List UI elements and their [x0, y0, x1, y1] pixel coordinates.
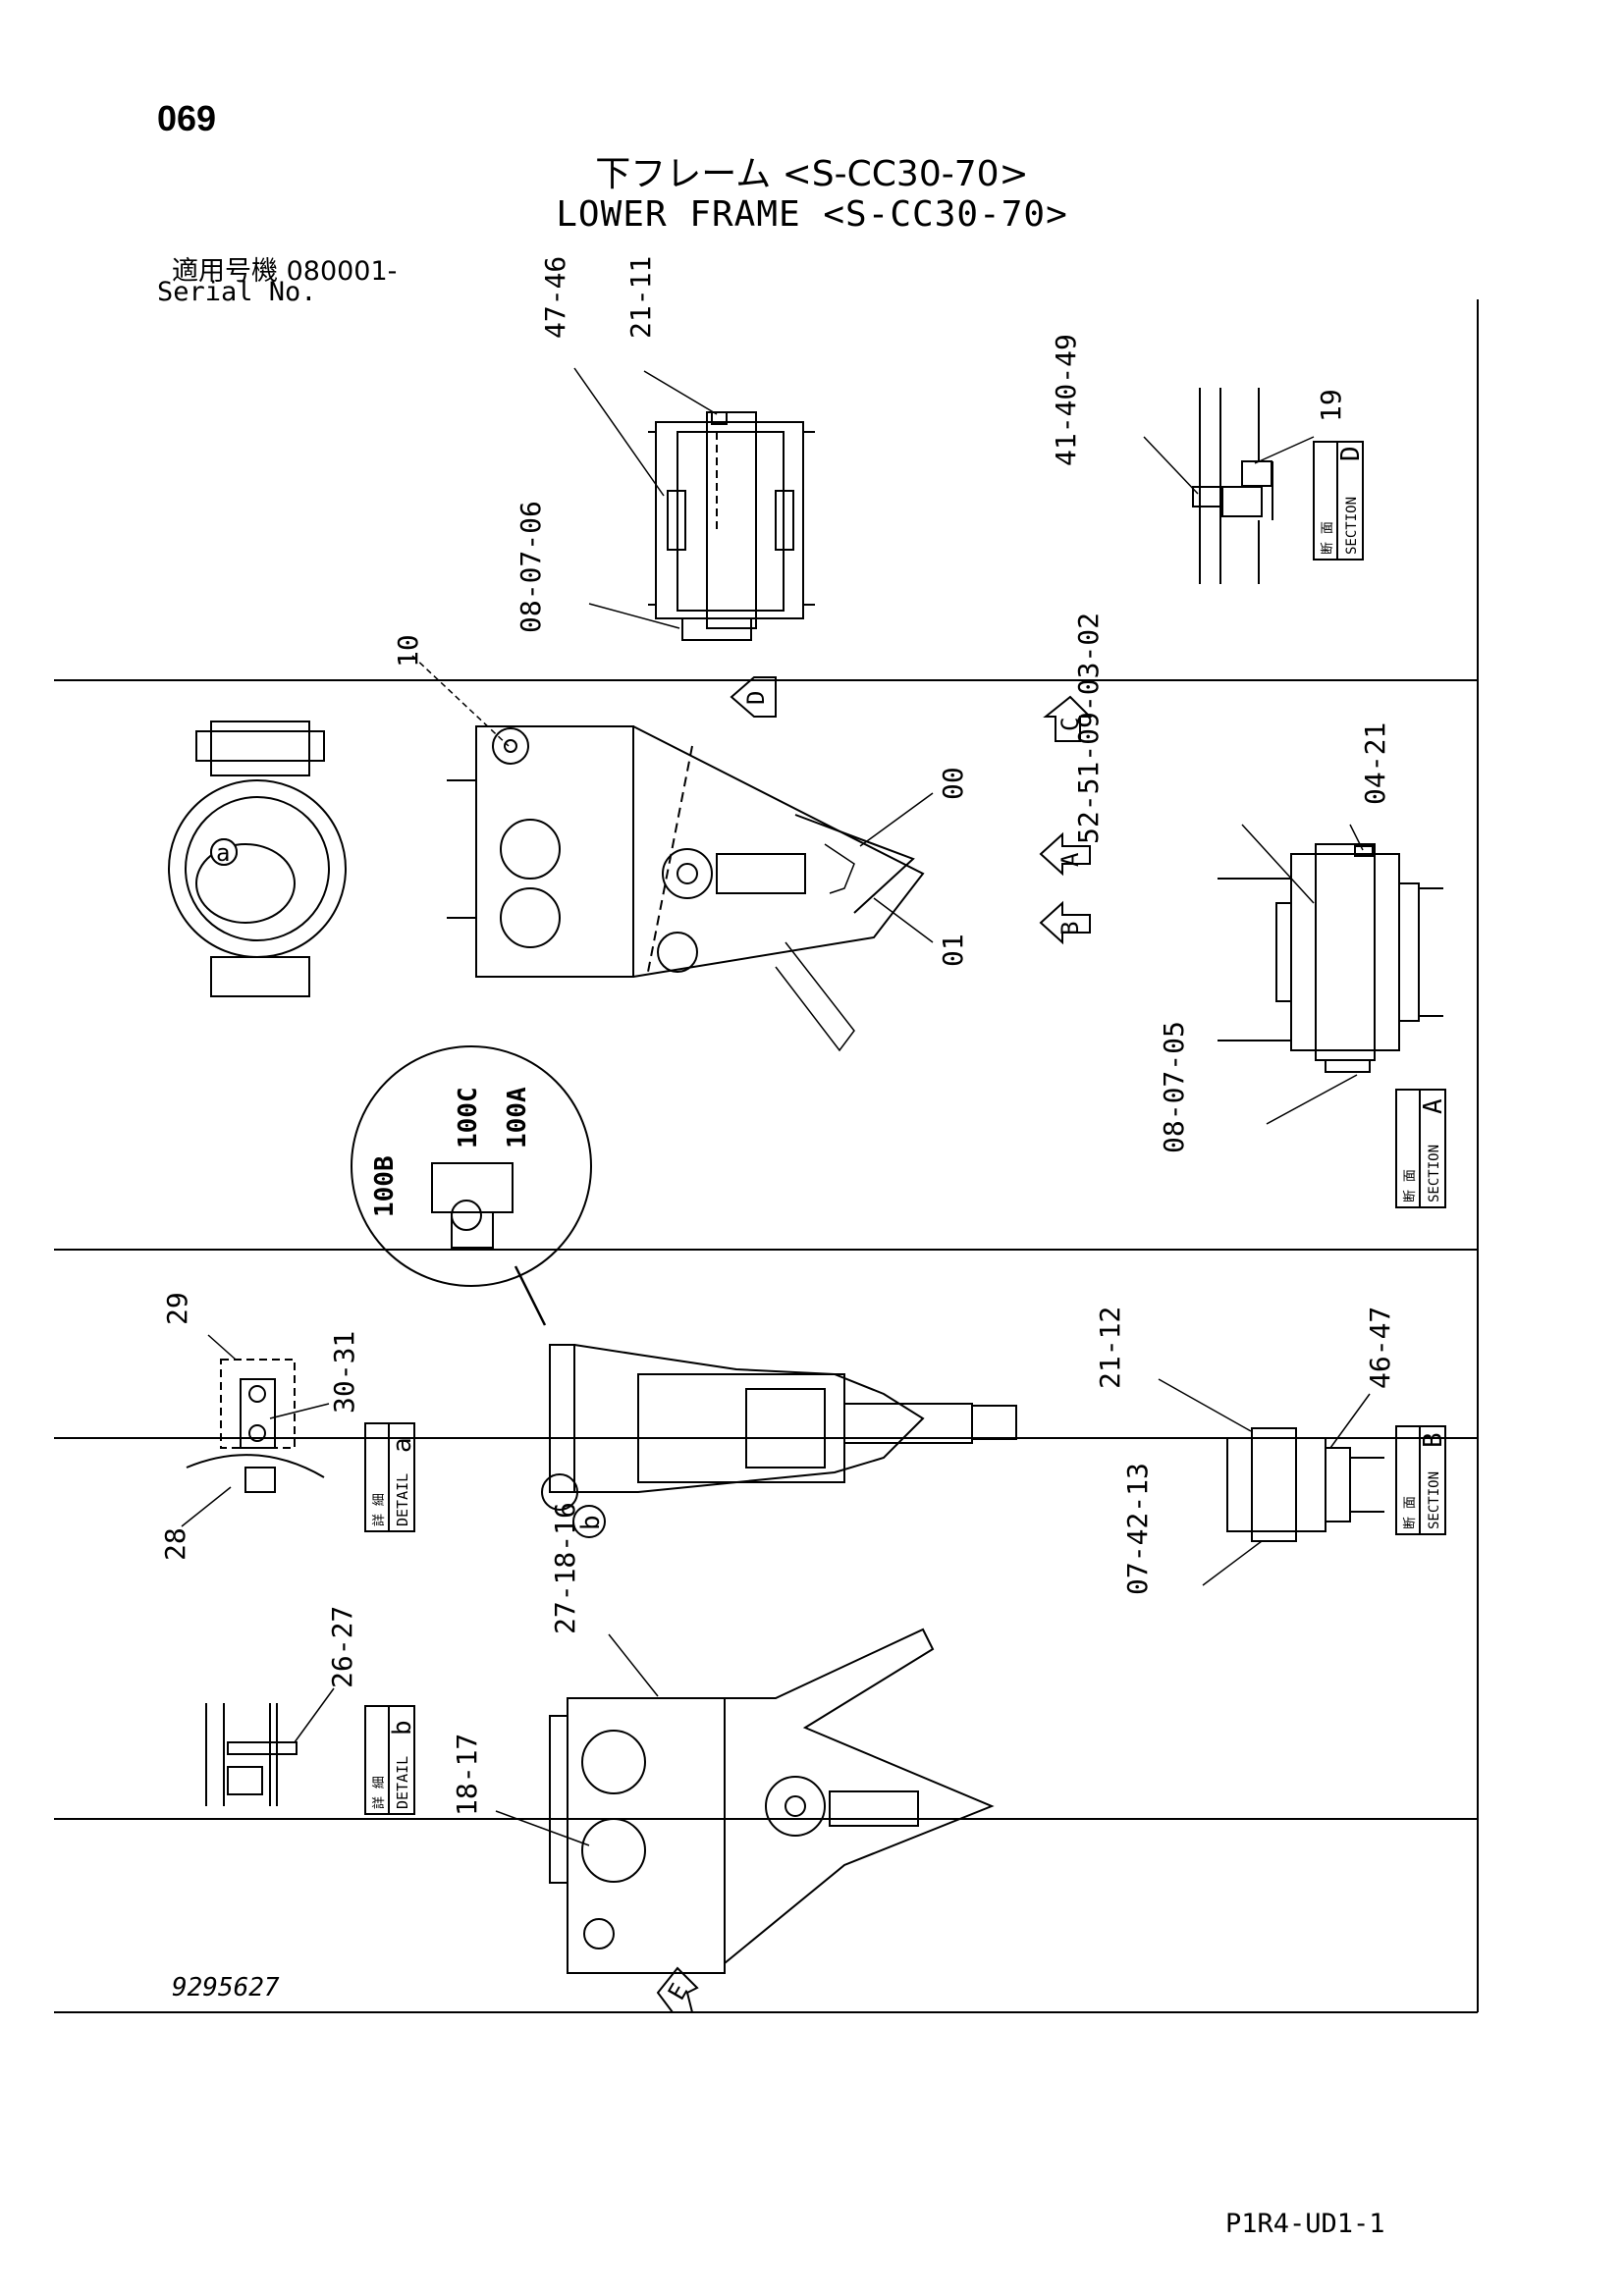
section-a-box: 断 面 SECTION A: [1395, 1089, 1448, 1208]
section-d-box: 断 面 SECTION D: [1313, 441, 1366, 561]
label-10: 10: [392, 634, 424, 667]
bottom-side-view: [495, 1628, 995, 1974]
detail-a-box: 詳 細 DETAIL a: [364, 1422, 417, 1532]
svg-text:SECTION: SECTION: [1427, 1471, 1442, 1529]
title-english: LOWER FRAME <S-CC30-70>: [556, 194, 1068, 235]
detail-a-view: [181, 1334, 330, 1527]
label-29: 29: [161, 1292, 193, 1325]
detail-b-view: [205, 1687, 335, 1806]
svg-text:b: b: [388, 1720, 417, 1735]
section-b-box: 断 面 SECTION B: [1395, 1425, 1448, 1535]
detail-b-circle-marker: b: [572, 1505, 606, 1538]
label-08-07-05: 08-07-05: [1158, 1021, 1190, 1153]
svg-text:断 面: 断 面: [1403, 1496, 1418, 1529]
label-04-21: 04-21: [1359, 722, 1391, 805]
label-41-40-49: 41-40-49: [1050, 334, 1082, 466]
main-side-view: [411, 655, 934, 1052]
svg-text:b: b: [576, 1515, 606, 1530]
svg-text:D: D: [1336, 446, 1366, 461]
marker-a: A: [1039, 831, 1091, 877]
section-a-assembly: [1218, 824, 1443, 1125]
label-100C: 100C: [454, 1087, 483, 1148]
svg-text:D: D: [742, 691, 770, 705]
label-100B: 100B: [370, 1155, 400, 1217]
svg-text:断 面: 断 面: [1321, 521, 1335, 555]
label-21-12: 21-12: [1094, 1307, 1126, 1389]
detail-b-box: 詳 細 DETAIL b: [364, 1705, 417, 1815]
top-view-assembly: [573, 367, 815, 641]
svg-text:詳 細: 詳 細: [371, 1776, 387, 1809]
callout-labels: 47-46 21-11 08-07-06 41-40-49 19 10 00 0…: [159, 256, 1396, 1816]
svg-text:SECTION: SECTION: [1427, 1145, 1442, 1202]
svg-text:C: C: [1056, 718, 1084, 731]
label-19: 19: [1315, 389, 1347, 422]
svg-text:B: B: [1056, 922, 1084, 935]
left-circular-view: [168, 721, 347, 997]
svg-text:A: A: [1419, 1098, 1448, 1114]
label-28: 28: [159, 1527, 191, 1561]
svg-text:SECTION: SECTION: [1344, 497, 1360, 555]
label-46-47: 46-47: [1364, 1307, 1396, 1389]
label-00: 00: [937, 767, 969, 800]
label-21-11: 21-11: [624, 256, 657, 339]
drawing-number: 9295627: [172, 1973, 280, 2002]
detail-a-circle-marker: a: [210, 838, 238, 867]
svg-text:DETAIL: DETAIL: [394, 1756, 411, 1809]
label-26-27: 26-27: [326, 1606, 358, 1688]
drawing-frame: [54, 299, 1479, 2013]
svg-text:断 面: 断 面: [1403, 1169, 1418, 1202]
label-100A: 100A: [503, 1087, 532, 1148]
marker-e: E: [656, 1966, 699, 2013]
serial-label-japanese: 適用号機 080001-: [172, 256, 398, 287]
section-b-assembly: [1158, 1378, 1384, 1586]
label-47-46: 47-46: [539, 256, 571, 339]
svg-text:a: a: [388, 1437, 417, 1453]
label-boxes: 断 面 SECTION D 断 面 SECTION A 断 面 SECTION …: [364, 441, 1448, 1815]
svg-text:a: a: [216, 839, 230, 867]
label-18-17: 18-17: [451, 1734, 483, 1816]
svg-text:B: B: [1419, 1432, 1448, 1448]
label-07-42-13: 07-42-13: [1121, 1463, 1154, 1595]
sheet-reference: P1R4-UD1-1: [1225, 2209, 1385, 2239]
title-japanese: 下フレーム <S-CC30-70>: [595, 154, 1029, 194]
marker-b: B: [1039, 900, 1091, 945]
svg-text:A: A: [1056, 852, 1084, 867]
svg-text:DETAIL: DETAIL: [394, 1473, 411, 1526]
label-08-07-06: 08-07-06: [514, 501, 547, 633]
label-01: 01: [937, 934, 969, 967]
section-d-detail: [1143, 388, 1315, 584]
marker-d: D: [730, 676, 777, 718]
svg-text:詳 細: 詳 細: [371, 1493, 387, 1526]
label-52-51-09-03-02: 52-51-09-03-02: [1072, 613, 1105, 844]
label-30-31: 30-31: [328, 1331, 360, 1414]
serial-label-english: Serial No.: [157, 277, 317, 307]
page-number: 069: [157, 98, 217, 138]
detail-circle: [351, 1045, 592, 1326]
middle-plan-view: [541, 1344, 1017, 1511]
direction-markers: D C A B E a b: [210, 676, 1093, 2013]
marker-c: C: [1043, 695, 1093, 742]
